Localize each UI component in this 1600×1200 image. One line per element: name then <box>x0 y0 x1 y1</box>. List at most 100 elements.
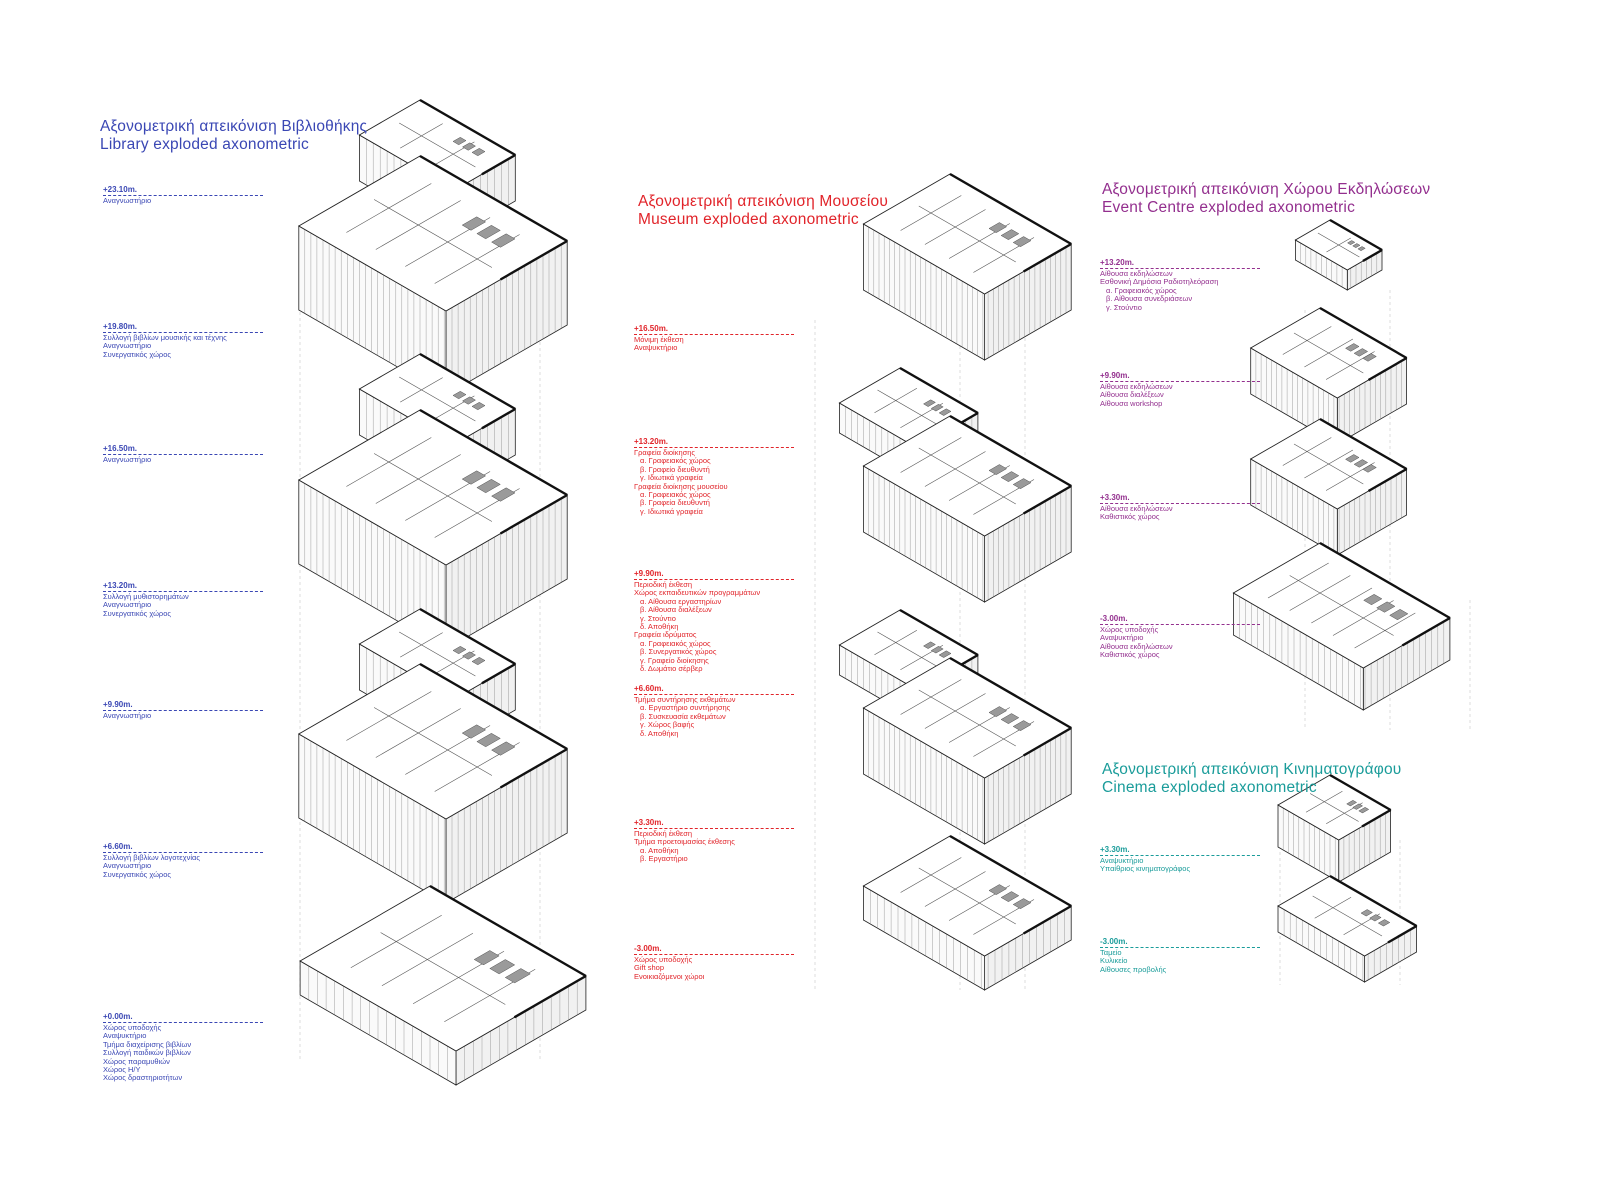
room-name: δ. Δωμάτιο σέρβερ <box>640 664 703 674</box>
room-name: Αναψυκτήριο <box>1100 633 1144 643</box>
level-elevation: -3.00m. <box>634 944 794 955</box>
room-name: γ. Γραφείο διοίκησης <box>640 655 709 665</box>
library-level-label: +6.60m. Συλλογή βιβλίων λογοτεχνίας Αναγ… <box>103 842 263 879</box>
level-elevation: +9.90m. <box>103 700 263 711</box>
floor-plate <box>1277 773 1392 883</box>
museum-level-label: +9.90m. Περιοδική έκθεση Χώρος εκπαιδευτ… <box>634 569 794 673</box>
room-list: Αναγνωστήριο <box>103 711 263 720</box>
room-name: Τμήμα συντήρησης εκθεμάτων <box>634 695 736 704</box>
museum-title: Αξονομετρική απεικόνιση Μουσείου Museum … <box>638 193 888 229</box>
cinema-title-english: Cinema exploded axonometric <box>1102 779 1317 796</box>
cinema-title: Αξονομετρική απεικόνιση Κινηματογράφου C… <box>1102 761 1401 797</box>
level-elevation: +16.50m. <box>634 324 794 335</box>
room-name: Τμήμα διαχείρισης βιβλίων <box>103 1039 192 1049</box>
library-level-label: +9.90m. Αναγνωστήριο <box>103 700 263 720</box>
floor-plate <box>862 414 1073 603</box>
museum-title-english: Museum exploded axonometric <box>638 211 859 228</box>
room-name: Συνεργατικός χώρος <box>103 608 171 618</box>
room-name: δ. Αποθήκη <box>640 728 679 738</box>
level-elevation: +0.00m. <box>103 1012 263 1023</box>
room-list: Χώρος υποδοχής Gift shop Ενοικιαζόμενοι … <box>634 955 794 981</box>
room-name: γ. Ιδιωτικά γραφεία <box>640 473 703 483</box>
room-name: Συνεργατικός χώρος <box>103 869 171 879</box>
room-list: Τμήμα συντήρησης εκθεμάτων α. Εργαστήριο… <box>634 695 794 738</box>
level-elevation: -3.00m. <box>1100 937 1260 948</box>
room-name: Γραφεία διοίκησης <box>634 448 696 457</box>
museum-level-label: +3.30m. Περιοδική έκθεση Τμήμα προετοιμα… <box>634 818 794 864</box>
cinema-level-label: -3.00m. Ταμείο Κυλικείο Αίθουσες προβολή… <box>1100 937 1260 974</box>
level-elevation: +13.20m. <box>1100 258 1260 269</box>
level-elevation: +16.50m. <box>103 444 263 455</box>
room-name: α. Εργαστήριο συντήρησης <box>640 703 731 713</box>
floor-plate <box>1277 874 1418 983</box>
room-name: α. Γραφειακός χώρος <box>1106 285 1177 295</box>
room-name: Περιοδική έκθεση <box>634 580 693 589</box>
event-centre-level-label: -3.00m. Χώρος υποδοχής Αναψυκτήριο Αίθου… <box>1100 614 1260 660</box>
level-elevation: +13.20m. <box>634 437 794 448</box>
room-name: Αναγνωστήριο <box>103 455 152 464</box>
room-name: β. Γραφείο διευθυντή <box>640 464 710 474</box>
room-name: Αναψυκτήριο <box>634 343 678 353</box>
room-name: Χώρος Η/Υ <box>103 1065 141 1075</box>
floor-plate <box>297 662 569 904</box>
room-name: Γραφεία ιδρύματος <box>634 630 697 640</box>
room-name: Αναγνωστήριο <box>103 341 152 351</box>
room-name: Συλλογή βιβλίων λογοτεχνίας <box>103 853 200 862</box>
room-name: α. Γραφειακός χώρος <box>640 490 711 500</box>
room-name: α. Αίθουσα εργαστηρίων <box>640 596 722 606</box>
museum-level-label: +16.50m. Μόνιμη έκθεση Αναψυκτήριο <box>634 324 794 353</box>
room-name: Αναγνωστήριο <box>103 600 152 610</box>
event-centre-title-greek: Αξονομετρική απεικόνιση Χώρου Εκδηλώσεων <box>1102 181 1431 198</box>
level-elevation: +3.30m. <box>634 818 794 829</box>
level-elevation: +9.90m. <box>1100 371 1260 382</box>
room-list: Αίθουσα εκδηλώσεων Καθιστικός χώρος <box>1100 504 1260 522</box>
event-centre-title: Αξονομετρική απεικόνιση Χώρου Εκδηλώσεων… <box>1102 181 1430 217</box>
room-name: Χώρος υποδοχής <box>103 1023 162 1032</box>
room-name: γ. Στούντιο <box>1106 302 1142 312</box>
room-name: Χώρος παραμυθιών <box>103 1056 170 1066</box>
room-name: Αίθουσα διαλέξεων <box>1100 390 1164 400</box>
room-name: α. Γραφειακός χώρος <box>640 456 711 466</box>
room-name: Αναγνωστήριο <box>103 711 152 720</box>
room-name: Χώρος δραστηριοτήτων <box>103 1073 183 1083</box>
room-name: Καθιστικός χώρος <box>1100 650 1160 660</box>
event-centre-title-english: Event Centre exploded axonometric <box>1102 199 1356 216</box>
floor-plate <box>297 408 569 650</box>
room-name: β. Αίθουσα διαλέξεων <box>640 605 712 615</box>
room-name: β. Γραφεία διευθυντή <box>640 498 710 508</box>
room-list: Περιοδική έκθεση Χώρος εκπαιδευτικών προ… <box>634 580 794 674</box>
room-name: Gift shop <box>634 963 665 973</box>
room-name: Αναψυκτήριο <box>1100 856 1144 865</box>
cinema-title-greek: Αξονομετρική απεικόνιση Κινηματογράφου <box>1102 761 1402 778</box>
floor-plate <box>1232 541 1451 711</box>
library-level-label: +19.80m. Συλλογή βιβλίων μουσικής και τέ… <box>103 322 263 359</box>
museum-level-label: -3.00m. Χώρος υποδοχής Gift shop Ενοικια… <box>634 944 794 981</box>
room-list: Αναψυκτήριο Υπαίθριος κινηματογράφος <box>1100 856 1260 874</box>
level-elevation: +3.30m. <box>1100 493 1260 504</box>
museum-title-greek: Αξονομετρική απεικόνιση Μουσείου <box>638 193 889 210</box>
event-centre-level-label: +9.90m. Αίθουσα εκδηλώσεων Αίθουσα διαλέ… <box>1100 371 1260 408</box>
room-list: Ταμείο Κυλικείο Αίθουσες προβολής <box>1100 948 1260 974</box>
library-title-greek: Αξονομετρική απεικόνιση Βιβλιοθήκης <box>100 118 368 135</box>
room-name: α. Αποθήκη <box>640 845 679 855</box>
level-elevation: +13.20m. <box>103 581 263 592</box>
room-name: α. Γραφειακός χώρος <box>640 638 711 648</box>
room-list: Αίθουσα εκδηλώσεων Αίθουσα διαλέξεων Αίθ… <box>1100 382 1260 408</box>
room-name: Συνεργατικός χώρος <box>103 349 171 359</box>
room-name: β. Συνεργατικός χώρος <box>640 647 717 657</box>
library-level-label: +0.00m. Χώρος υποδοχής Αναψυκτήριο Τμήμα… <box>103 1012 263 1083</box>
floor-plate <box>297 154 569 396</box>
room-name: Αίθουσα εκδηλώσεων <box>1100 382 1173 391</box>
room-name: Ταμείο <box>1100 948 1122 957</box>
room-name: Ενοικιαζόμενοι χώροι <box>634 971 705 981</box>
room-name: Αναγνωστήριο <box>103 861 152 871</box>
room-name: Αίθουσα εκδηλώσεων <box>1100 269 1173 278</box>
library-title-english: Library exploded axonometric <box>100 136 309 153</box>
level-elevation: +23.10m. <box>103 185 263 196</box>
library-title: Αξονομετρική απεικόνιση Βιβλιοθήκης Libr… <box>100 118 367 154</box>
room-name: Χώρος υποδοχής <box>1100 625 1159 634</box>
floor-plate <box>1249 306 1408 445</box>
floor-plate <box>862 656 1073 845</box>
event-centre-level-label: +13.20m. Αίθουσα εκδηλώσεων Εσθονική Δημ… <box>1100 258 1260 312</box>
